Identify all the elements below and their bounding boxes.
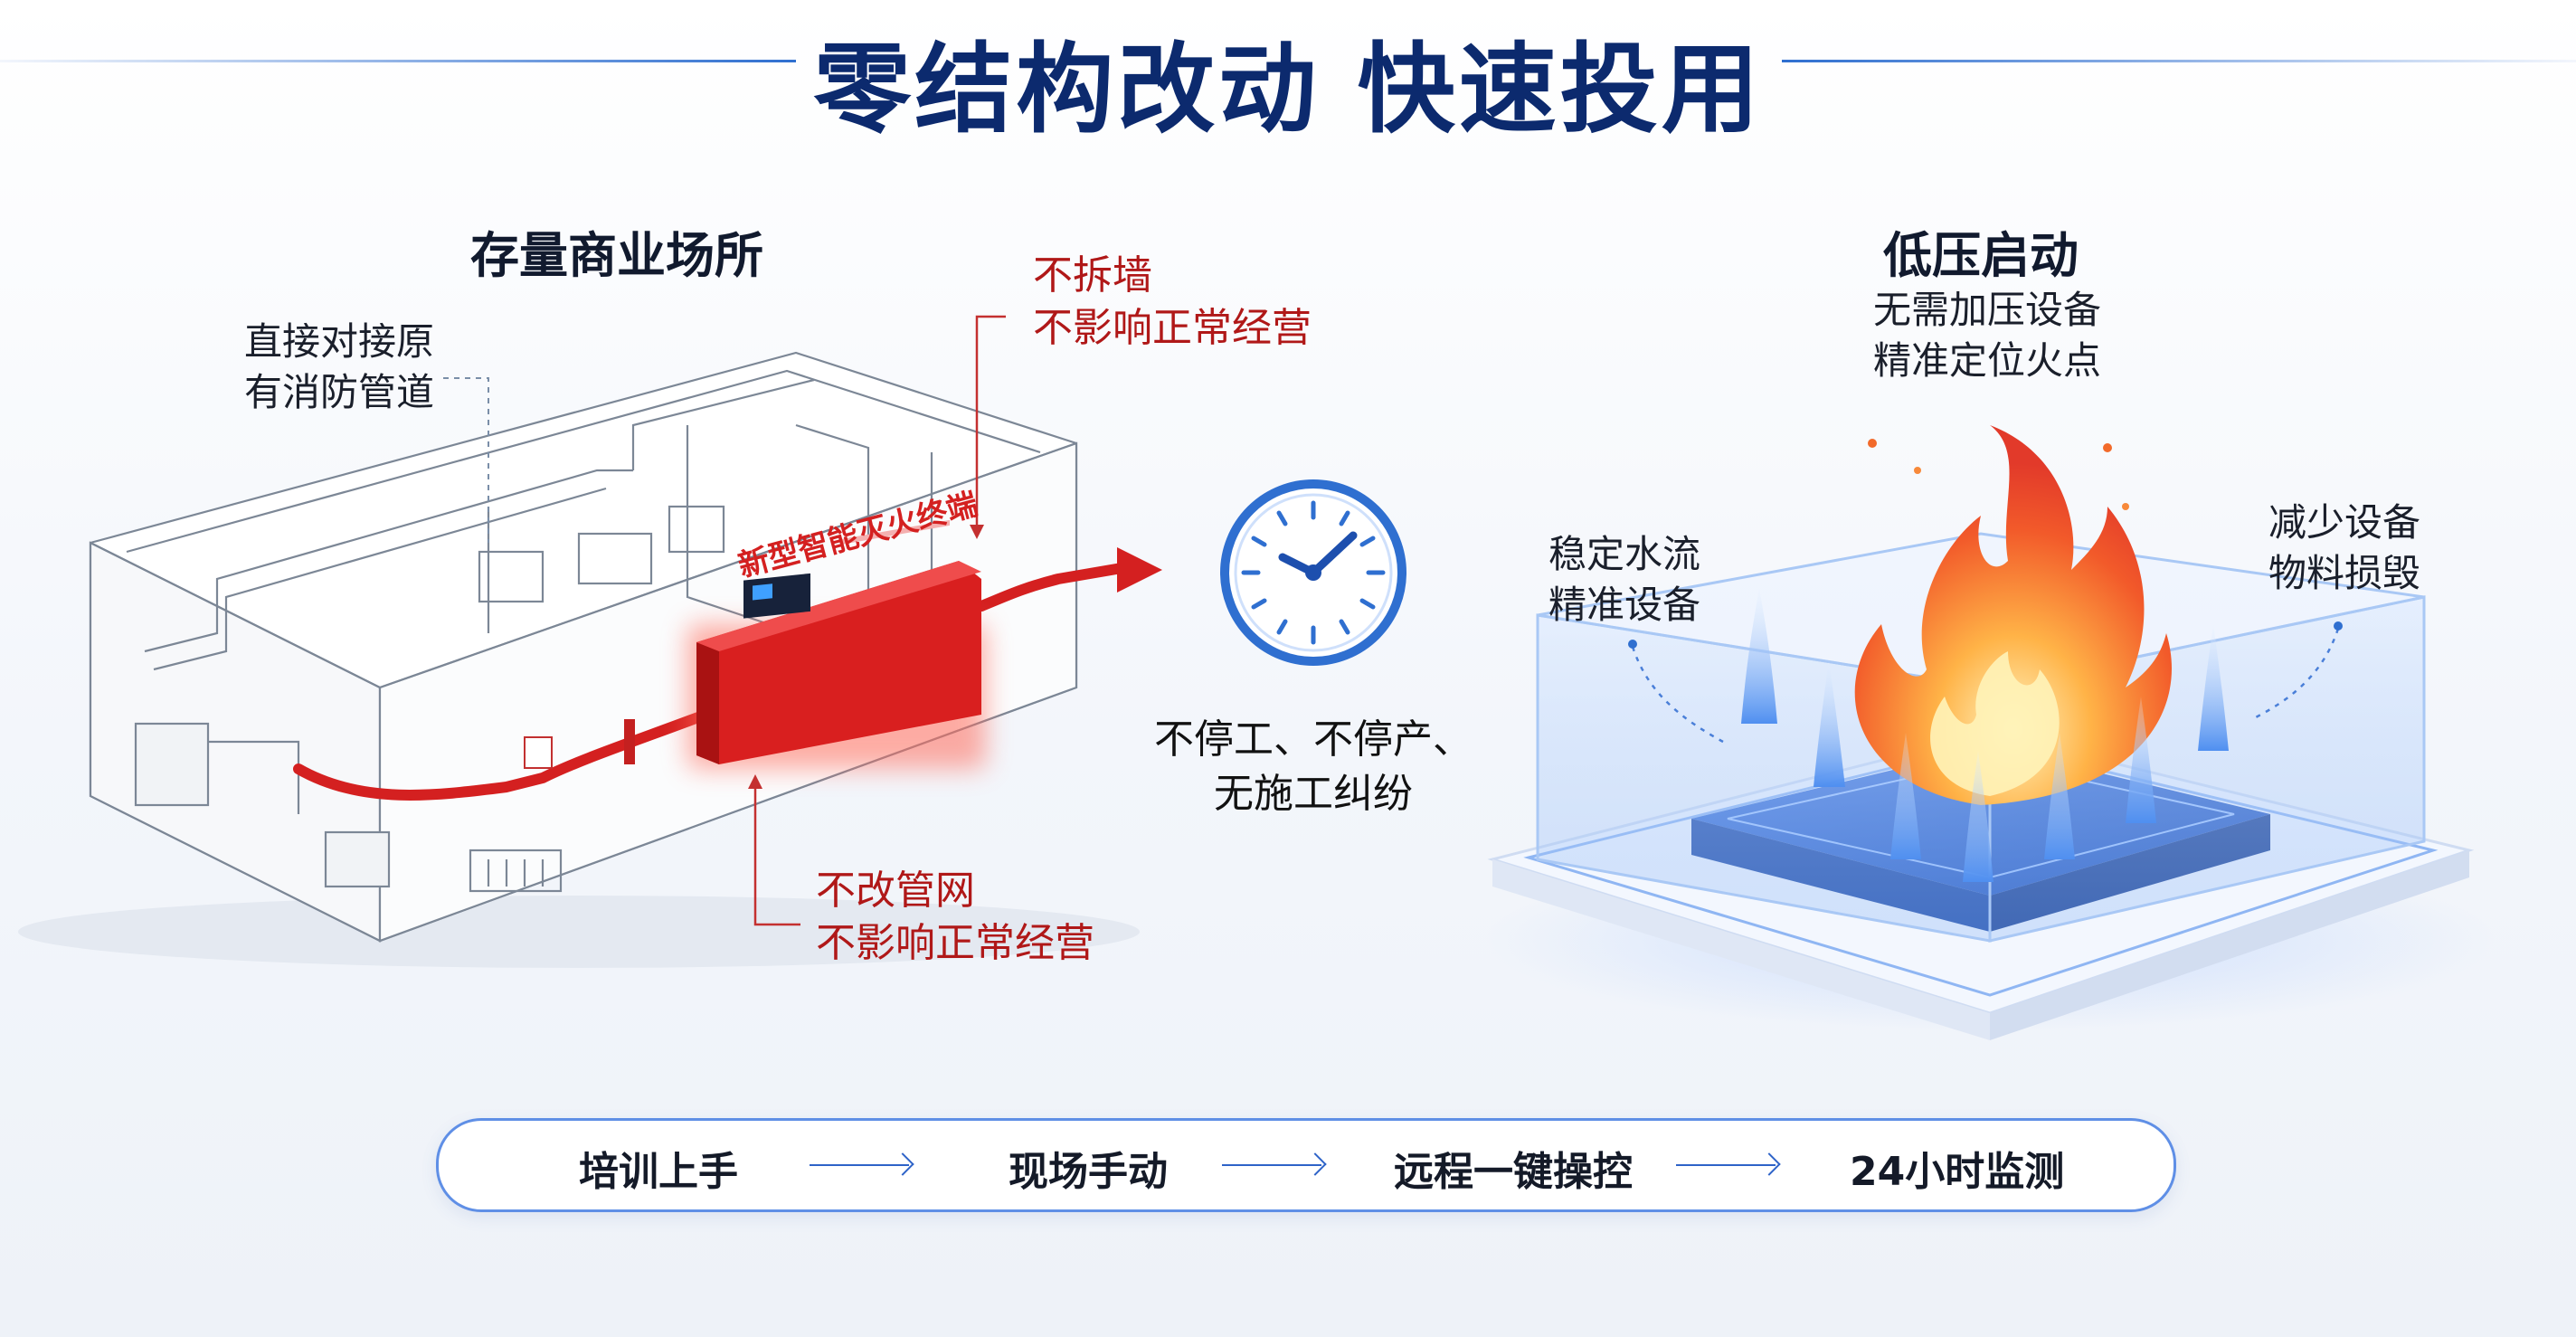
no-pipe-change-note: 不改管网 不影响正常经营	[816, 865, 1094, 970]
low-pressure-fire-cube	[1483, 425, 2496, 1040]
no-downtime-note: 不停工、不停产、 无施工纠纷	[1141, 713, 1485, 821]
red-note-line: 不影响正常经营	[1033, 305, 1312, 351]
flow-step-manual: 现场手动	[1009, 1149, 1168, 1195]
title-rule-right	[1782, 60, 2576, 62]
damage-note-line: 物料损毁	[2268, 551, 2421, 595]
arrow-right-icon	[1676, 1164, 1776, 1166]
page-title: 零结构改动 快速投用	[813, 33, 1763, 147]
red-note-line: 不改管网	[816, 868, 975, 914]
red-note-line: 不影响正常经营	[816, 920, 1094, 966]
mid-note-line: 不停工、不停产、	[1154, 716, 1473, 763]
leader-lines	[443, 315, 1006, 926]
reduce-damage-note: 减少设备 物料损毁	[2268, 498, 2420, 599]
smart-extinguisher-terminal	[687, 519, 986, 769]
flow-note-line: 精准设备	[1548, 583, 1701, 627]
stable-flow-note: 稳定水流 精准设备	[1548, 529, 1700, 631]
left-section-title: 存量商业场所	[470, 227, 763, 284]
flow-step-training: 培训上手	[579, 1149, 738, 1195]
mid-note-line: 无施工纠纷	[1214, 771, 1413, 817]
right-section-title: 低压启动	[1883, 227, 2079, 284]
pipe-connection-note: 直接对接原 有消防管道	[244, 317, 434, 418]
no-wall-demolition-note: 不拆墙 不影响正常经营	[1033, 250, 1312, 355]
arrow-right-icon	[1222, 1164, 1321, 1166]
low-pressure-subtitle: 无需加压设备 精准定位火点	[1865, 285, 2109, 386]
pipe-note-line: 有消防管道	[244, 370, 435, 414]
flow-step-remote: 远程一键操控	[1394, 1149, 1633, 1195]
clock-icon	[1220, 479, 1406, 666]
title-rule-left	[0, 60, 796, 62]
flow-step-monitoring: 24小时监测	[1850, 1149, 2065, 1195]
flow-note-line: 稳定水流	[1548, 532, 1701, 576]
arrow-right-icon	[1117, 547, 1162, 593]
red-note-line: 不拆墙	[1033, 252, 1152, 299]
arrow-right-icon	[810, 1164, 909, 1166]
subtitle-line: 精准定位火点	[1872, 338, 2101, 383]
damage-note-line: 减少设备	[2268, 500, 2421, 545]
water-jets	[1741, 588, 2229, 882]
flame-icon	[1854, 425, 2173, 805]
pipe-note-line: 直接对接原	[244, 319, 435, 364]
operation-flow-bar: 培训上手 现场手动 远程一键操控 24小时监测	[436, 1118, 2176, 1212]
subtitle-line: 无需加压设备	[1872, 288, 2101, 332]
